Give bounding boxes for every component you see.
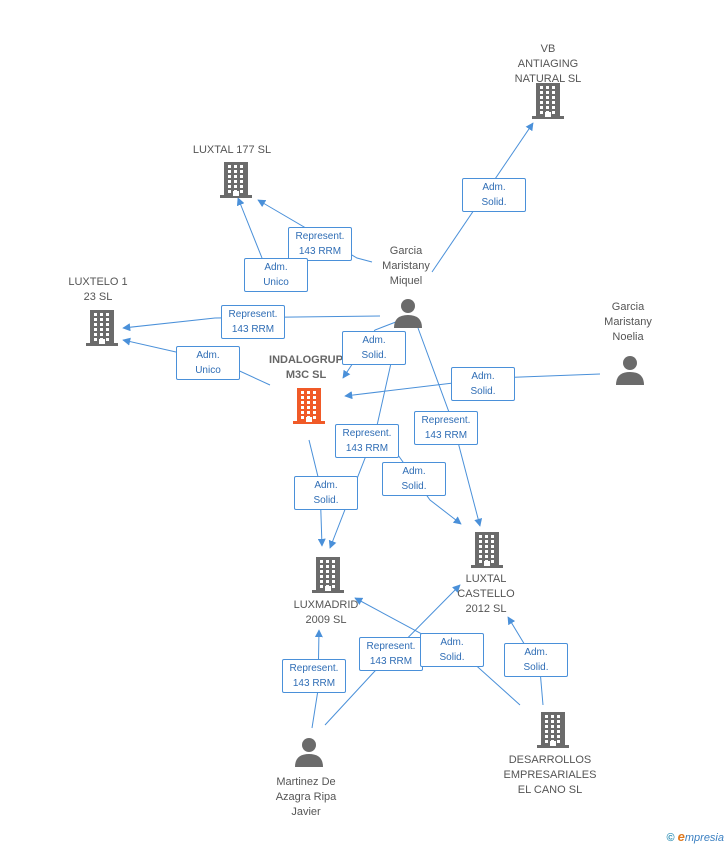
edge-label-e2[interactable]: Represent. 143 RRM [288,227,352,261]
edge-label-e8[interactable]: Represent. 143 RRM [335,424,399,458]
node-vb[interactable] [532,83,564,124]
node-label-luxtal177[interactable]: LUXTAL 177 SL [192,144,272,156]
edge-label-e9[interactable]: Represent. 143 RRM [414,411,478,445]
person-icon [394,299,422,328]
node-indalogrup[interactable] [293,388,325,429]
node-label-luxtelo[interactable]: LUXTELO 1 23 SL [68,276,128,303]
building-icon [532,83,564,119]
edge-label-e13[interactable]: Represent. 143 RRM [359,637,423,671]
node-label-indalogrup[interactable]: INDALOGRUP M3C SL [269,354,343,381]
node-garcia_miquel[interactable] [393,298,423,333]
node-label-martinez[interactable]: Martinez De Azagra Ripa Javier [275,776,337,818]
edge-line-e13 [324,584,461,726]
node-label-luxmadrid[interactable]: LUXMADRID 2009 SL [293,599,359,626]
edge-label-e10[interactable]: Adm. Solid. [294,476,358,510]
building-icon [471,532,503,568]
node-luxtal_castello[interactable] [471,532,503,573]
edge-label-e6[interactable]: Adm. Solid. [342,331,406,365]
edge-line-e2 [257,199,373,263]
node-luxmadrid[interactable] [312,557,344,598]
building-icon [220,162,252,198]
edge-label-e14[interactable]: Adm. Solid. [420,633,484,667]
edge-line-e3 [236,197,263,259]
edge-label-e3[interactable]: Adm. Unico [244,258,308,292]
edge-label-e15[interactable]: Adm. Solid. [504,643,568,677]
node-label-desarrollos[interactable]: DESARROLLOS EMPRESARIALES EL CANO SL [503,754,597,796]
node-luxtelo[interactable] [86,310,118,351]
brand-initial: e [677,829,685,844]
node-label-garcia_miquel[interactable]: Garcia Maristany Miquel [382,245,430,287]
building-icon [312,557,344,593]
edge-line-e4 [122,315,381,332]
copyright-symbol: © [666,832,675,844]
node-desarrollos[interactable] [537,712,569,753]
edge-label-e12[interactable]: Represent. 143 RRM [282,659,346,693]
node-martinez[interactable] [294,737,324,772]
edge-label-e1[interactable]: Adm. Solid. [462,178,526,212]
edge-label-e4[interactable]: Represent. 143 RRM [221,305,285,339]
edge-label-e11[interactable]: Adm. Solid. [382,462,446,496]
node-label-garcia_noelia[interactable]: Garcia Maristany Noelia [604,301,652,343]
edge-label-e5[interactable]: Adm. Unico [176,346,240,380]
building-icon [293,388,325,424]
edge-label-e7[interactable]: Adm. Solid. [451,367,515,401]
node-luxtal177[interactable] [220,162,252,203]
building-icon [537,712,569,748]
brand-name: mpresia [684,832,724,844]
node-garcia_noelia[interactable] [615,355,645,390]
building-icon [86,310,118,346]
person-icon [295,738,323,767]
node-label-luxtal_castello[interactable]: LUXTAL CASTELLO 2012 SL [457,573,515,615]
node-label-vb[interactable]: VB ANTIAGING NATURAL SL [514,43,582,85]
person-icon [616,356,644,385]
footer-brand[interactable]: © empresia [666,829,724,844]
